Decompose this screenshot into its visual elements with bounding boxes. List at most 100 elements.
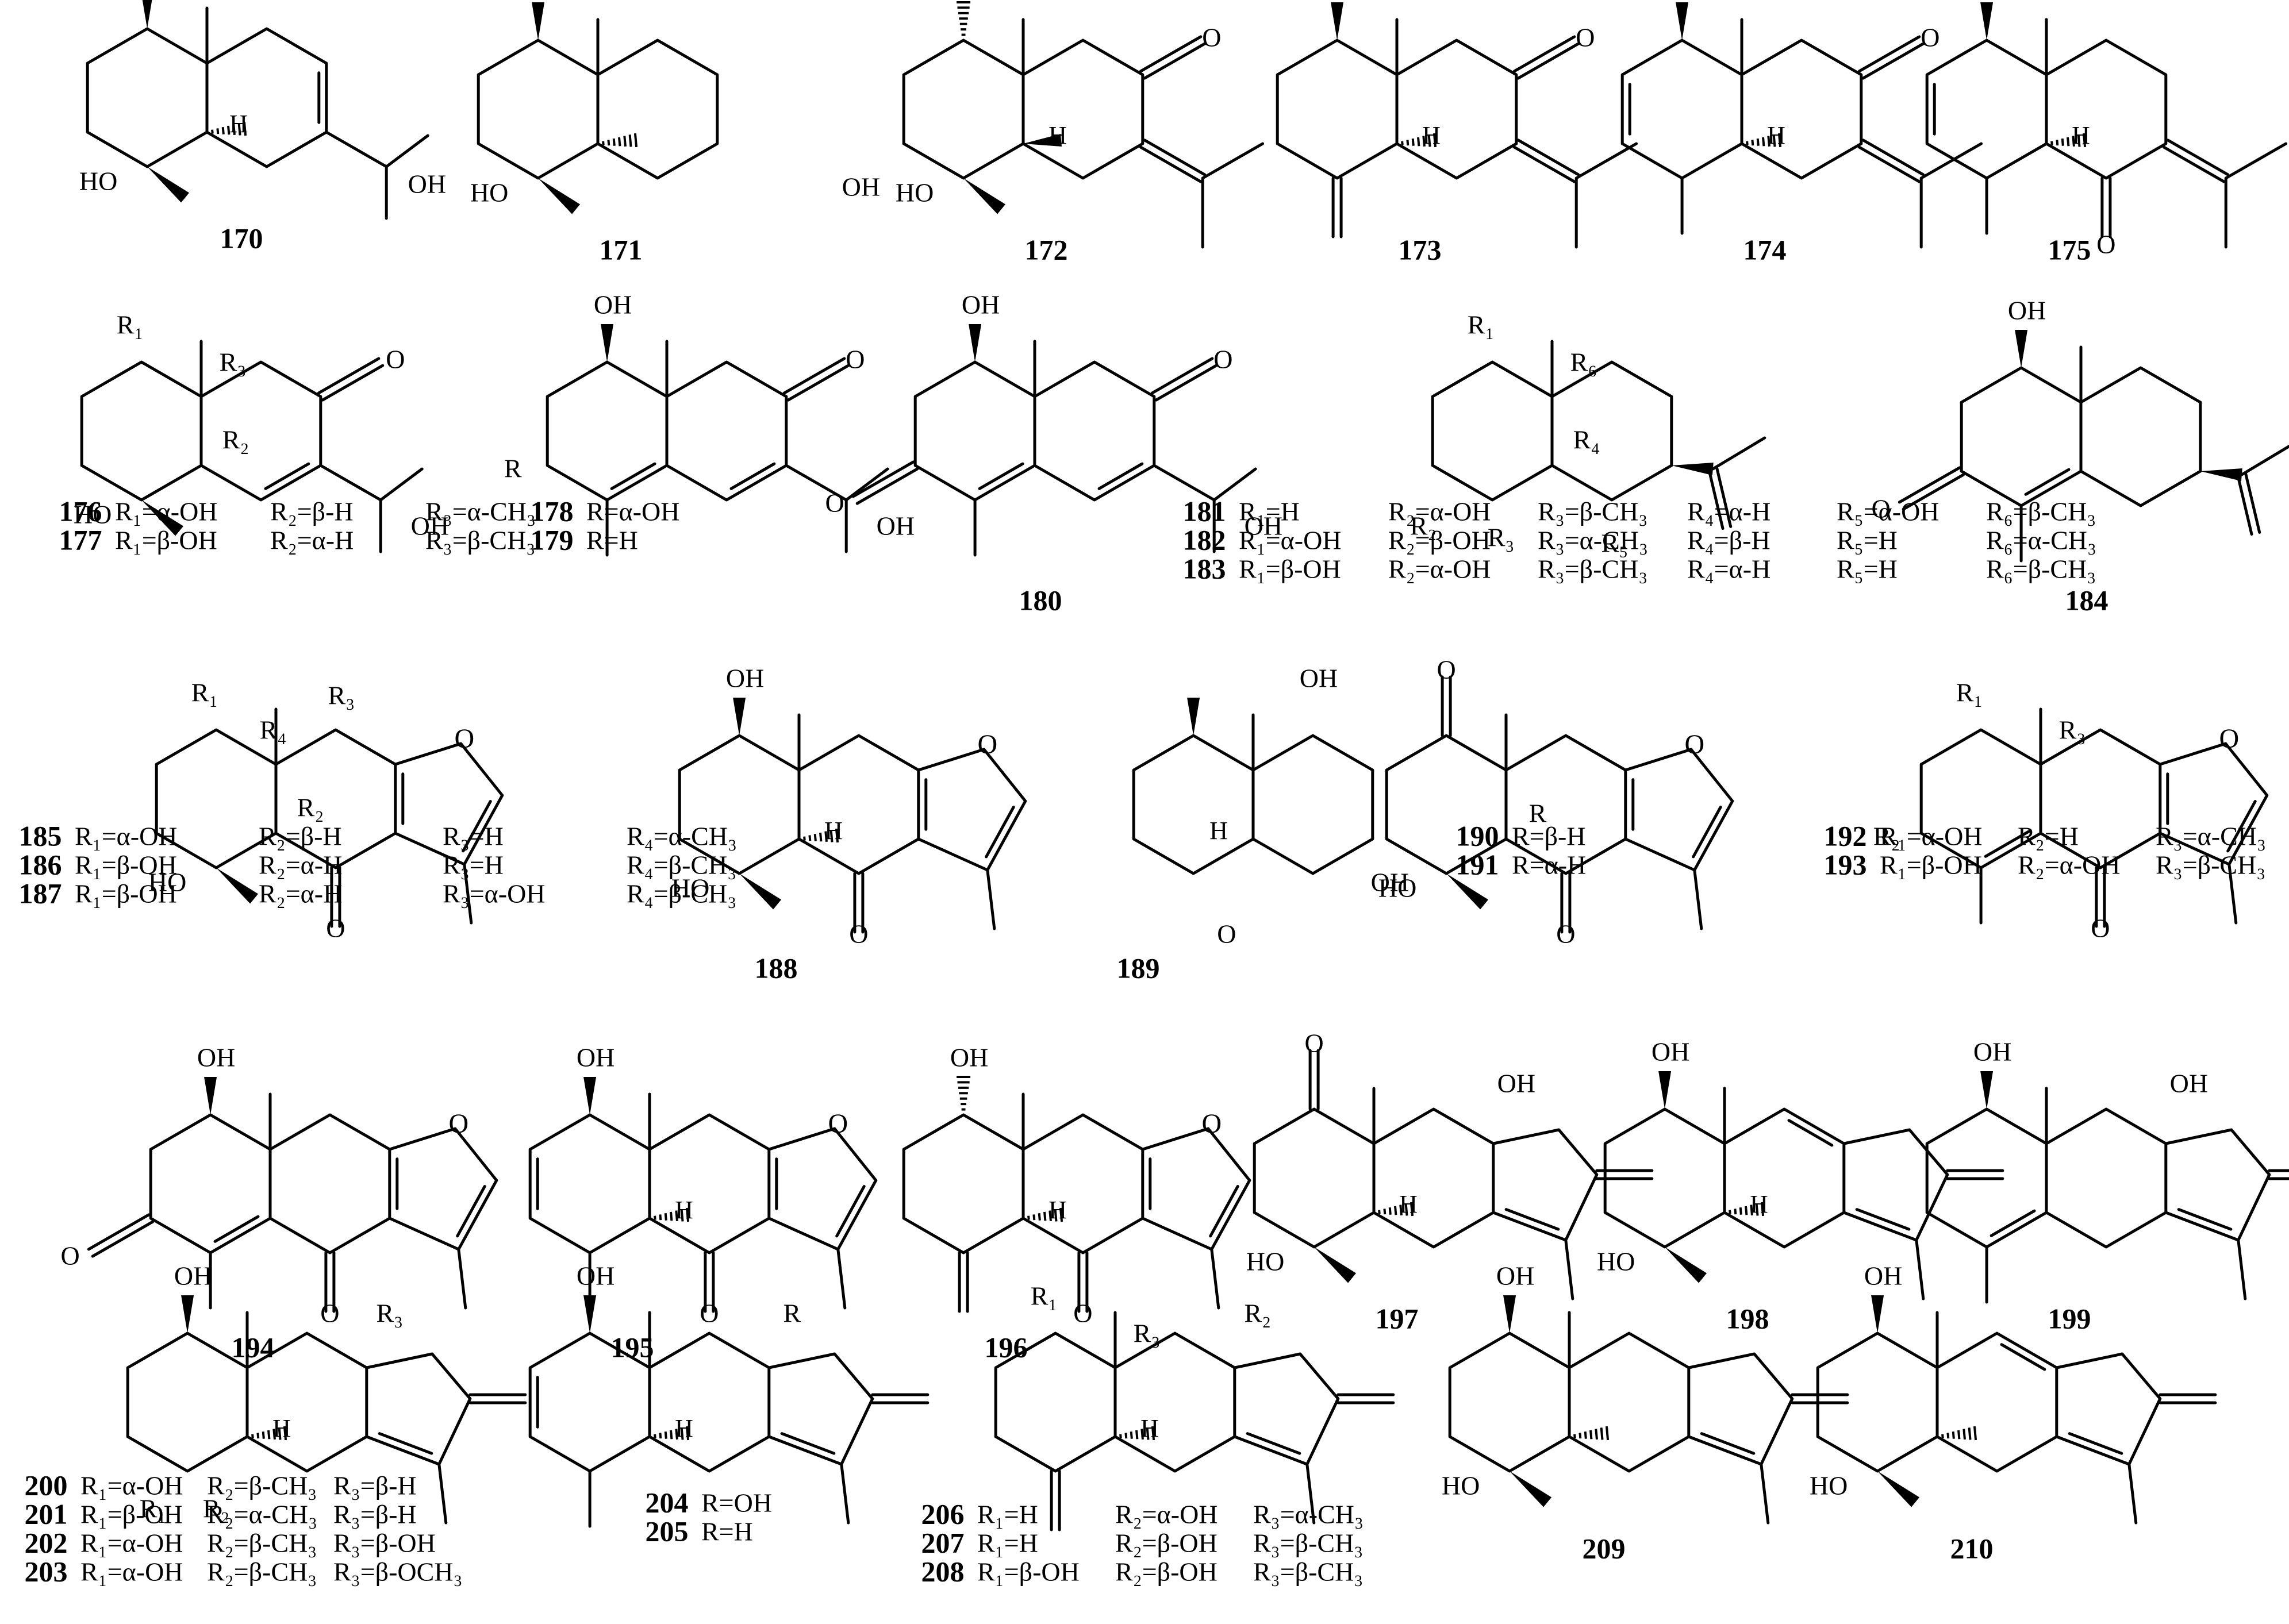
compound-192-atom-label: R₂ [1873,822,1900,851]
compound-199-atom-label: OH [1973,1037,2011,1067]
compound-201-number: 201 [25,1498,68,1530]
compound-205-number: 205 [646,1515,689,1547]
compound-195-atom-label: OH [577,1043,615,1072]
compound-204-substituent-1: R=OH [701,1488,772,1518]
compound-190-atom-label: O [1556,919,1575,949]
compound-197-atom-label: HO [1246,1247,1284,1276]
compound-189-atom-label: OH [1371,868,1409,897]
compound-185-atom-label: R₄ [260,715,287,745]
compound-204-skeleton [528,1311,930,1528]
compound-175-wedge-bond [1980,2,1994,40]
compound-209-number: 209 [1583,1532,1626,1564]
compound-185-wedge-bond [216,868,259,904]
compound-189-skeleton [1132,713,1374,875]
compound-189-wedge-bond [1187,698,1200,736]
compound-188-wedge-bond [739,873,782,910]
compound-183-substituent-5: R₅=H [1837,555,1898,584]
compound-206-number: 206 [921,1498,965,1530]
compound-200-substituent-2: R₂=β-CH₃ [207,1471,317,1500]
compound-170-wedge-bond [147,167,190,203]
compound-188-furan-oxygen: O [978,729,998,760]
compound-184-atom-label: O [1872,494,1891,524]
compound-185-substituent-4: R₄=α-CH₃ [627,822,737,851]
compound-172-atom-label: O [1202,23,1221,52]
compound-197-hash-bond [1378,1202,1414,1217]
compound-180-number: 180 [1019,584,1062,616]
compound-200-number: 200 [25,1469,68,1501]
compound-191-number: 191 [1456,848,1499,880]
compound-209-skeleton [1448,1311,1849,1525]
compound-188-skeleton [678,713,1027,934]
compound-194-atom-label: OH [197,1043,235,1072]
compound-190-atom-label: O [1437,655,1455,684]
compound-170-hash-bond [211,121,247,136]
compound-188-number: 188 [755,952,798,984]
compound-208-number: 208 [921,1555,965,1587]
compound-174-atom-label: H [1767,121,1785,149]
compound-199-skeleton [1925,1087,2289,1304]
compound-173-wedge-bond [1331,2,1344,40]
compound-198-atom-label: H [1750,1190,1768,1218]
compound-172-hash-bond [957,1,971,36]
compound-182-substituent-6: R₆=α-CH₃ [1986,526,2096,555]
compound-171-skeleton [477,18,719,180]
compound-171-wedge-bond [538,178,581,214]
compound-195-atom-label: O [700,1299,719,1328]
compound-173-atom-label: O [1576,23,1595,52]
compound-181-wedge-bond [1671,463,1714,475]
compound-187-substituent-4: R₄=β-CH₃ [627,879,736,909]
compound-200-atom-label: R₂ [203,1494,230,1523]
compound-201-substituent-2: R₂=α-CH₃ [207,1500,317,1529]
compound-204-atom-label: OH [577,1261,615,1291]
compound-182-substituent-3: R₃=α-CH₃ [1538,526,1648,555]
compound-186-substituent-2: R₂=α-H [259,851,342,880]
compound-182-substituent-5: R₅=H [1837,526,1898,555]
compound-176-atom-label: OH [411,511,449,541]
compound-192-atom-label: R₃ [2059,715,2086,745]
compound-192-substituent-2: R₂=H [2018,822,2079,851]
compound-182-substituent-1: R₁=α-OH [1239,526,1342,555]
compound-196-atom-label: H [1049,1196,1067,1224]
compound-194-skeleton [87,1092,498,1313]
compound-200-atom-label: OH [174,1261,212,1291]
compound-187-substituent-3: R₃=α-OH [443,879,546,909]
compound-195-hash-bond [654,1207,690,1222]
compound-200-hash-bond [251,1426,287,1441]
compound-192-atom-label: O [2091,914,2110,943]
compound-171-atom-label: HO [470,178,508,207]
compound-180-atom-label: OH [962,290,1000,320]
compound-202-substituent-2: R₂=β-CH₃ [207,1529,317,1558]
compound-202-substituent-1: R₁=α-OH [80,1529,183,1558]
compound-178-wedge-bond [601,324,614,362]
compound-207-substituent-2: R₂=β-OH [1115,1529,1218,1558]
compound-206-skeleton [994,1311,1395,1531]
compound-195-wedge-bond [583,1077,597,1115]
compound-188-wedge-bond [733,698,746,736]
compound-209-wedge-bond [1503,1295,1516,1333]
compound-204-atom-label: H [675,1414,693,1442]
compound-181-atom-label: R₅ [1601,529,1629,558]
compound-190-atom-label: HO [1378,873,1416,903]
compound-181-substituent-4: R₄=α-H [1687,497,1770,526]
compound-198-wedge-bond [1665,1247,1707,1283]
compound-175-atom-label: H [2072,121,2090,149]
compound-181-skeleton [1431,340,1766,530]
compound-193-substituent-2: R₂=α-OH [2018,851,2121,880]
compound-174-wedge-bond [1676,2,1689,40]
compound-200-atom-label: H [272,1414,291,1442]
compound-178-atom-label: OH [877,511,915,541]
compound-198-atom-label: HO [1597,1247,1635,1276]
compound-176-atom-label: R₂ [222,425,249,455]
compound-186-substituent-1: R₁=β-OH [75,851,177,880]
compound-203-substituent-1: R₁=α-OH [80,1557,183,1587]
compound-190-wedge-bond [1446,873,1489,910]
compound-177-substituent-2: R₂=α-H [270,526,354,555]
compound-195-furan-oxygen: O [828,1109,848,1139]
compound-173-atom-label: H [1422,121,1441,149]
compound-206-atom-label: R₁ [1031,1282,1058,1311]
compound-204-wedge-bond [583,1295,597,1333]
compound-202-number: 202 [25,1526,68,1558]
compound-172-atom-label: H [1049,121,1067,149]
compound-202-substituent-3: R₃=β-OH [333,1529,436,1558]
